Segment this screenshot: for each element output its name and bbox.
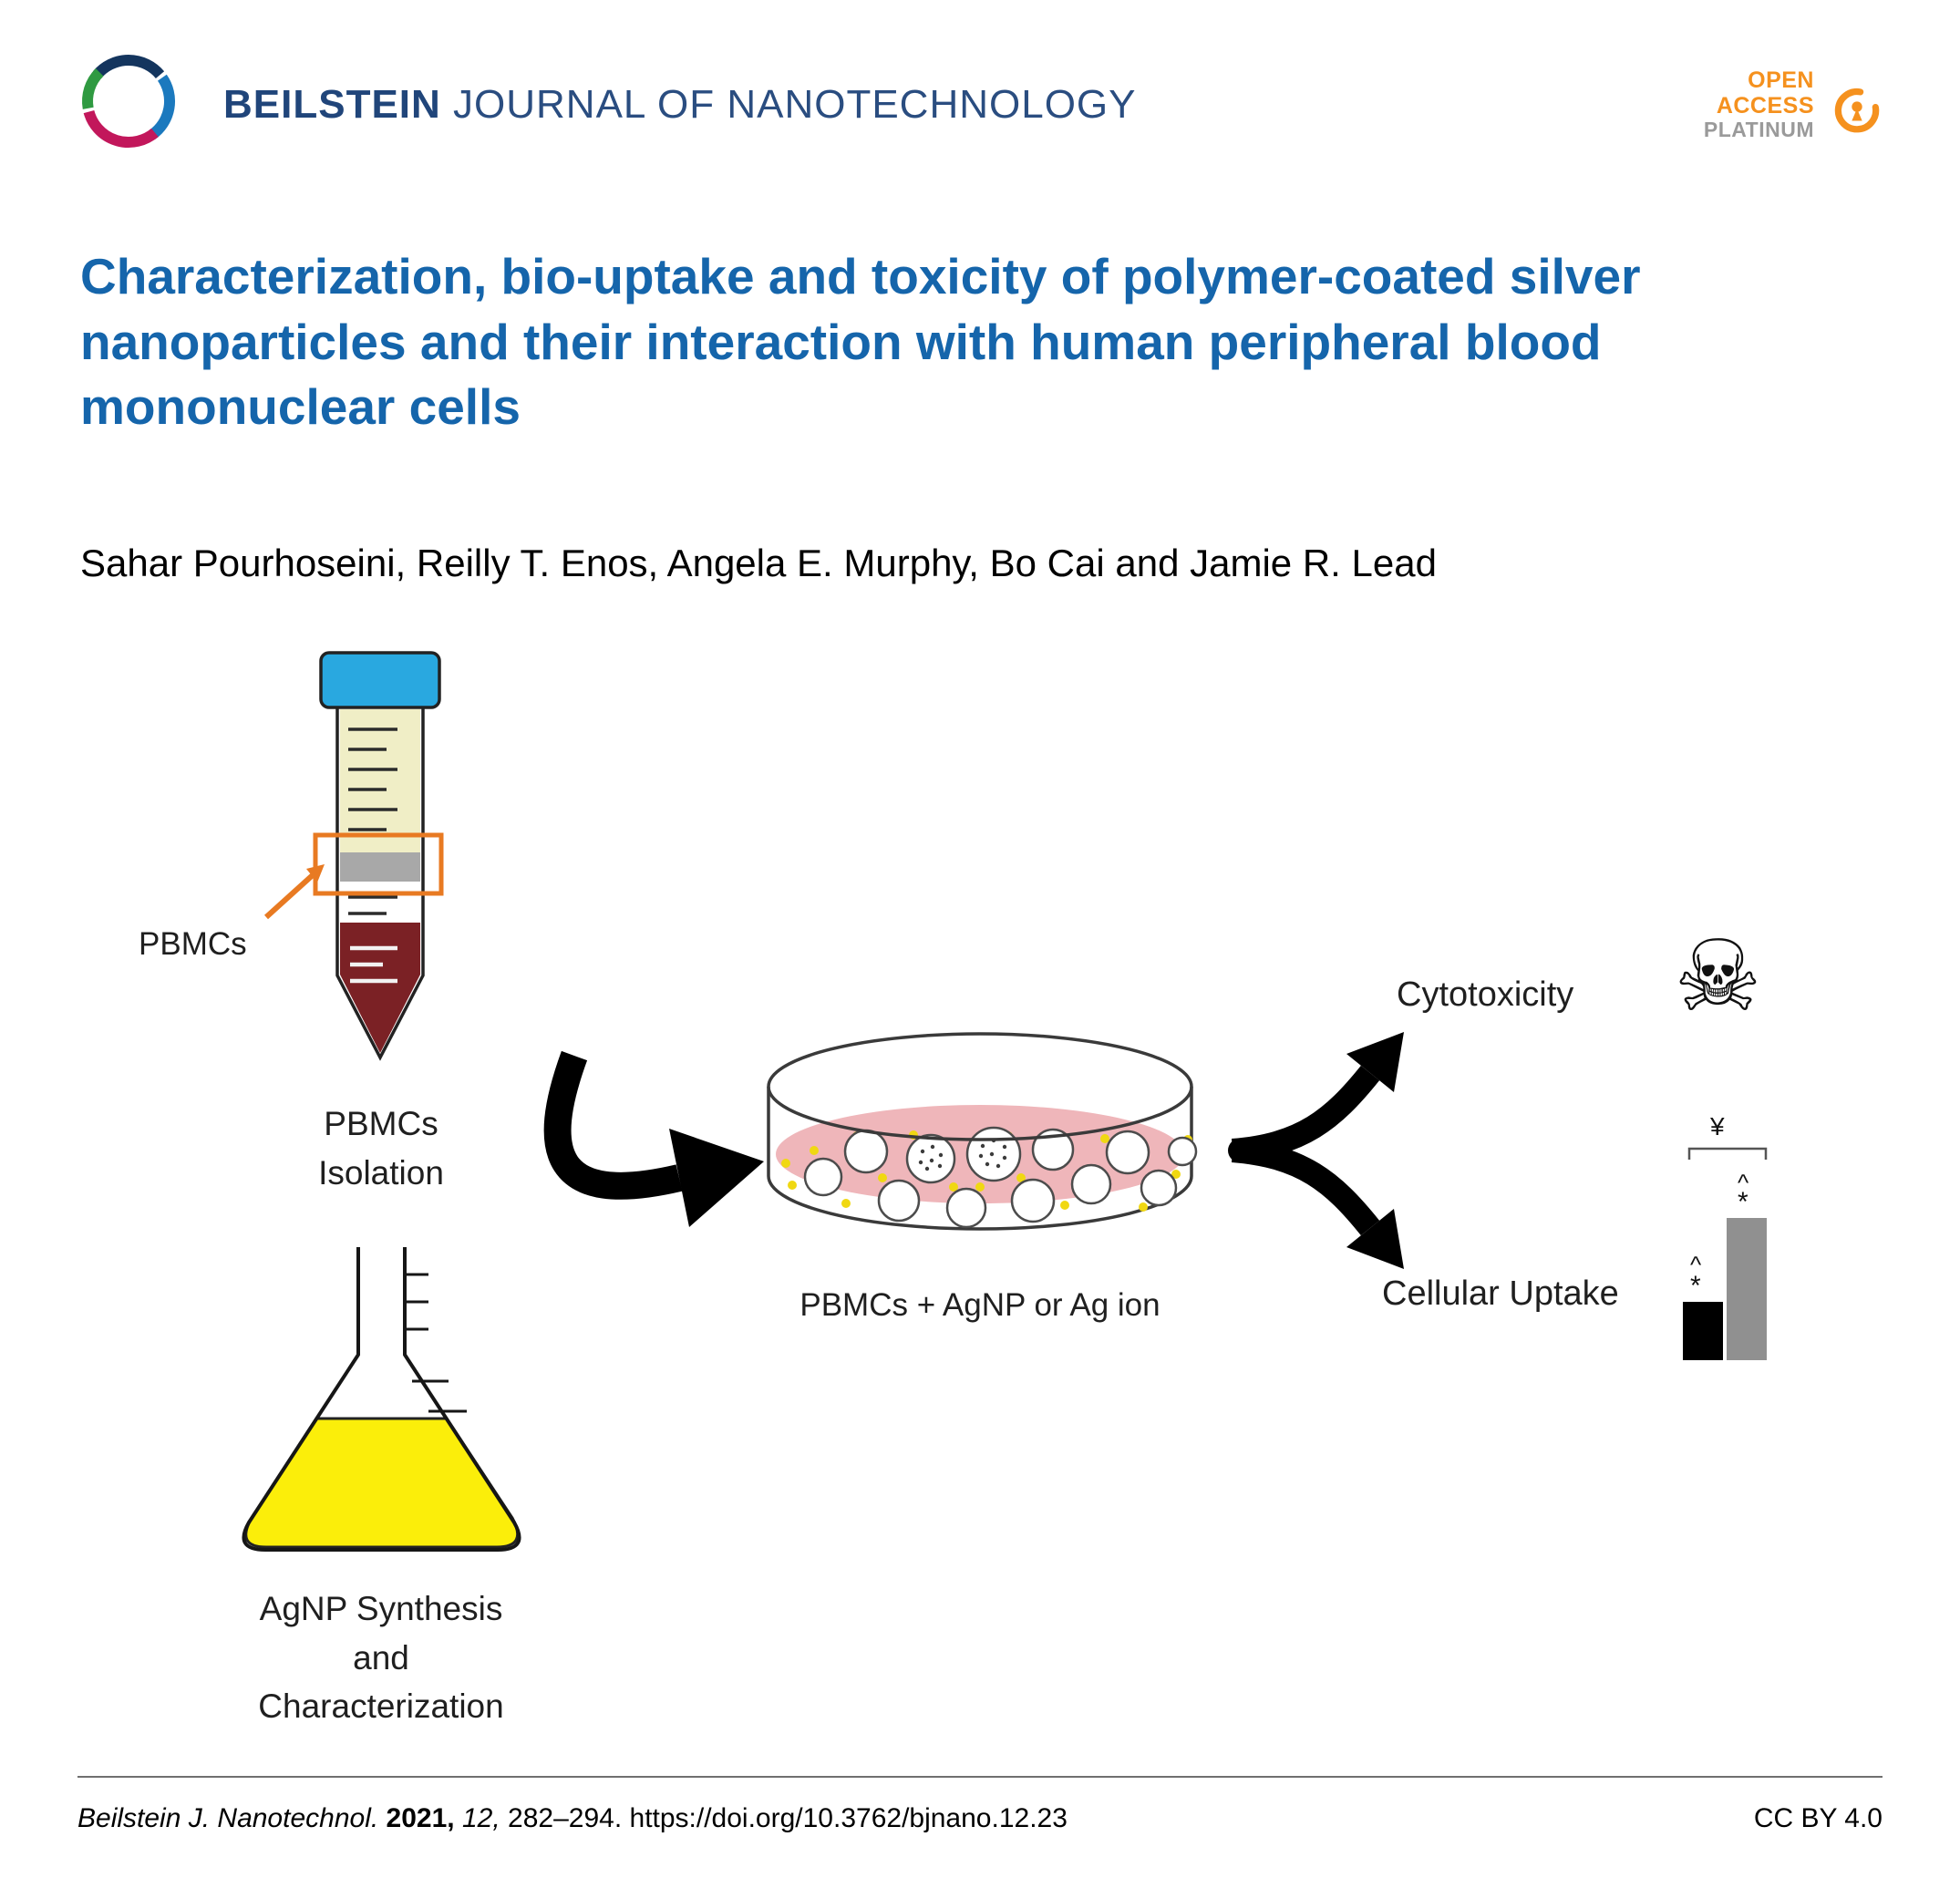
citation-journal: Beilstein J. Nanotechnol. bbox=[77, 1803, 379, 1833]
journal-name: BEILSTEIN JOURNAL OF NANOTECHNOLOGY bbox=[223, 82, 1136, 128]
significance-caret-marker-black: ^ bbox=[1690, 1251, 1702, 1278]
tube-cap bbox=[319, 651, 441, 709]
pbmc-layer bbox=[340, 852, 420, 882]
significance-caret-marker-gray: ^ bbox=[1738, 1169, 1749, 1196]
journal-name-bold: BEILSTEIN bbox=[223, 82, 441, 127]
citation-year: 2021, bbox=[386, 1803, 455, 1833]
open-access-badge: OPEN ACCESS PLATINUM bbox=[1704, 67, 1887, 142]
significance-star-marker-black: * bbox=[1690, 1271, 1701, 1301]
pbmc-pointer-arrow bbox=[263, 872, 316, 920]
cytotoxicity-label: Cytotoxicity bbox=[1397, 975, 1574, 1014]
article-authors: Sahar Pourhoseini, Reilly T. Enos, Angel… bbox=[80, 542, 1437, 584]
badge-platinum-label: PLATINUM bbox=[1703, 118, 1814, 141]
beilstein-logo-icon bbox=[82, 55, 176, 149]
badge-access-label: ACCESS bbox=[1716, 93, 1814, 119]
uptake-bar-gray bbox=[1727, 1218, 1767, 1360]
pbmc-pointer-arrowhead bbox=[306, 864, 325, 882]
tube-graduations bbox=[348, 727, 397, 915]
citation-pages: 282–294. bbox=[508, 1803, 623, 1833]
agnp-synthesis-label: AgNP Synthesis and Characterization bbox=[258, 1590, 504, 1726]
pbmc-band-highlight bbox=[313, 832, 444, 896]
uptake-bar-black bbox=[1683, 1302, 1723, 1360]
article-title: Characterization, bio-uptake and toxicit… bbox=[80, 248, 1641, 435]
petri-dish-label: PBMCs + AgNP or Ag ion bbox=[799, 1287, 1161, 1323]
skull-crossbones-icon: ☠ bbox=[1674, 920, 1762, 1034]
uptake-bar-chart bbox=[1683, 1147, 1768, 1360]
citation-volume: 12, bbox=[461, 1803, 500, 1833]
open-access-lock-icon bbox=[1834, 88, 1880, 133]
open-access-badge-text: OPEN ACCESS PLATINUM bbox=[1704, 67, 1814, 142]
cellular-uptake-label: Cellular Uptake bbox=[1382, 1274, 1619, 1313]
centrifuge-tube bbox=[263, 651, 444, 1061]
graphical-abstract-figure bbox=[242, 651, 1768, 1552]
arrow-to-petri-icon bbox=[543, 1050, 764, 1227]
petri-rim bbox=[767, 1032, 1193, 1141]
blood-layer bbox=[340, 923, 420, 1053]
significance-yen-marker: ¥ bbox=[1710, 1112, 1725, 1140]
footer-divider bbox=[77, 1776, 1883, 1778]
journal-name-rest: JOURNAL OF NANOTECHNOLOGY bbox=[453, 82, 1137, 127]
erlenmeyer-flask bbox=[242, 1247, 521, 1552]
citation-doi-link[interactable]: https://doi.org/10.3762/bjnano.12.23 bbox=[629, 1803, 1068, 1833]
license-label: CC BY 4.0 bbox=[1753, 1803, 1883, 1833]
pbmcs-pointer-label: PBMCs bbox=[139, 926, 247, 962]
significance-star-marker-gray: * bbox=[1738, 1187, 1749, 1217]
cell-stipple-texture bbox=[918, 1138, 1007, 1171]
flask-graduations bbox=[405, 1273, 467, 1413]
pbmcs-isolation-label: PBMCs Isolation bbox=[318, 1105, 444, 1192]
badge-open-label: OPEN bbox=[1748, 67, 1814, 93]
footer-citation: Beilstein J. Nanotechnol. 2021, 12, 282–… bbox=[77, 1803, 1068, 1834]
pbmc-cells bbox=[803, 1126, 1198, 1229]
flask-liquid bbox=[244, 1417, 520, 1549]
tube-graduations-blood bbox=[350, 945, 397, 984]
petri-dish bbox=[767, 1032, 1198, 1231]
branch-arrow-icon bbox=[1228, 1032, 1404, 1269]
